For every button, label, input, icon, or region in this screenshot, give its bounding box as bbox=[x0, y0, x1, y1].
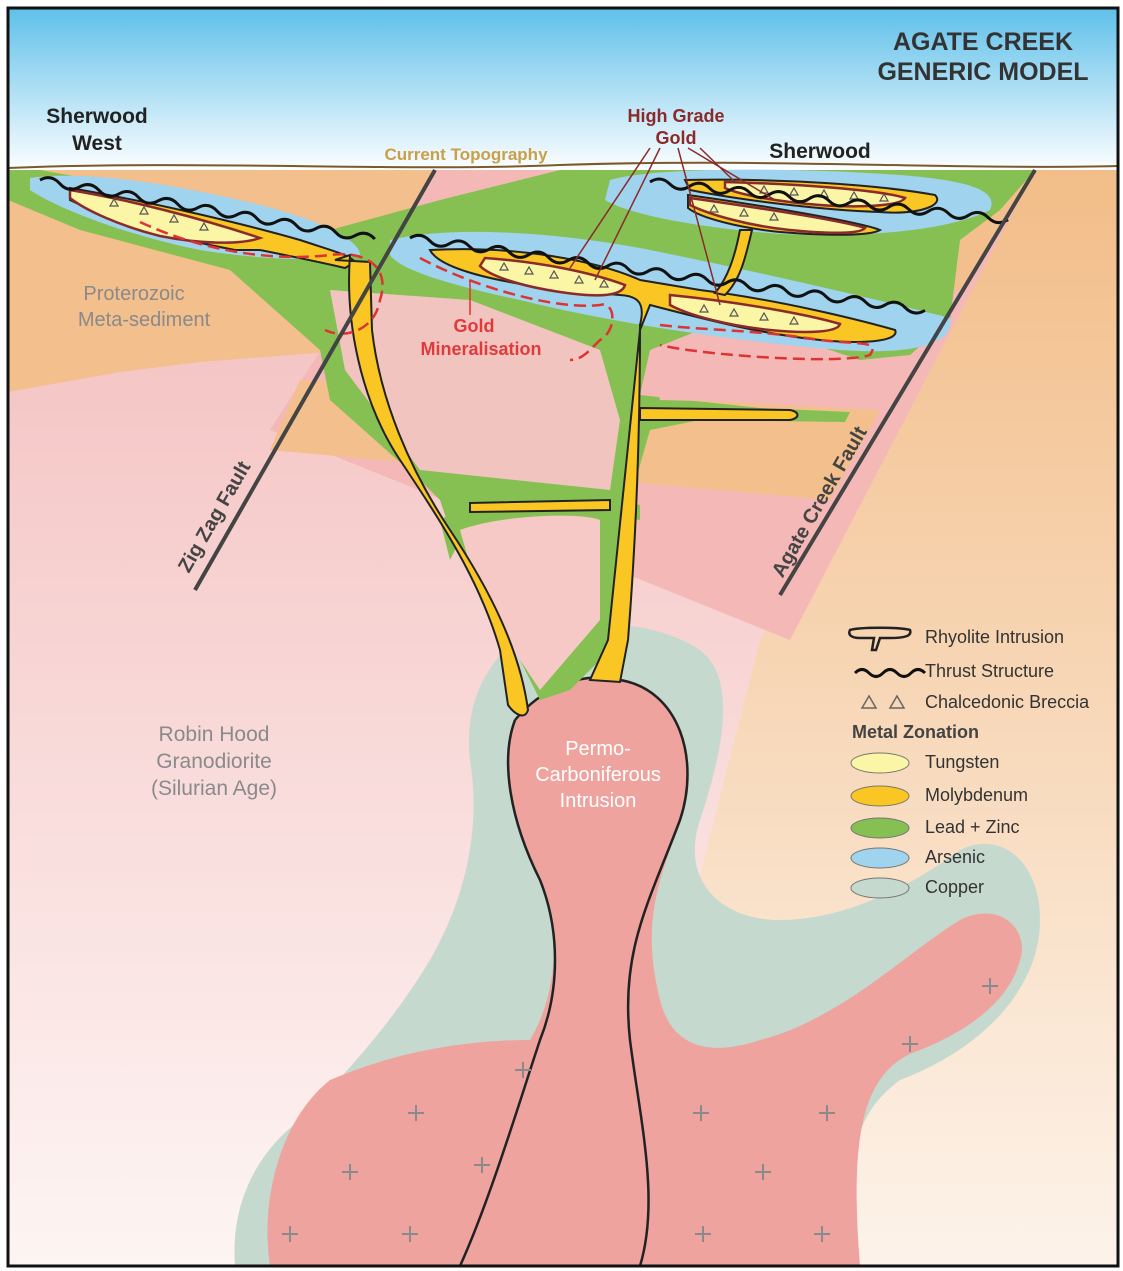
label-permo-1: Permo- bbox=[565, 738, 631, 760]
label-proterozoic-1: Proterozoic bbox=[83, 283, 184, 305]
title-line-2: GENERIC MODEL bbox=[877, 58, 1088, 86]
label-current-topography: Current Topography bbox=[384, 145, 548, 164]
legend-thrust: Thrust Structure bbox=[925, 661, 1054, 681]
molybdenum-swatch bbox=[851, 786, 909, 806]
tungsten-swatch bbox=[851, 753, 909, 773]
label-robin-hood-3: (Silurian Age) bbox=[151, 777, 277, 800]
label-sherwood-west-2: West bbox=[72, 132, 122, 155]
legend-zonation-title: Metal Zonation bbox=[852, 722, 979, 742]
arsenic-swatch bbox=[851, 848, 909, 868]
title-line-1: AGATE CREEK bbox=[893, 28, 1073, 56]
label-sherwood-west-1: Sherwood bbox=[46, 105, 148, 128]
label-gold-min-2: Mineralisation bbox=[420, 339, 541, 359]
legend-rhyolite: Rhyolite Intrusion bbox=[925, 627, 1064, 647]
label-proterozoic-2: Meta-sediment bbox=[78, 309, 211, 331]
legend-arsenic: Arsenic bbox=[925, 847, 985, 867]
legend-breccia: Chalcedonic Breccia bbox=[925, 692, 1090, 712]
label-robin-hood-2: Granodiorite bbox=[156, 750, 272, 773]
legend-lead-zinc: Lead + Zinc bbox=[925, 817, 1020, 837]
label-gold-min-1: Gold bbox=[454, 316, 495, 336]
legend-tungsten: Tungsten bbox=[925, 752, 999, 772]
legend-molybdenum: Molybdenum bbox=[925, 785, 1028, 805]
label-high-grade-1: High Grade bbox=[627, 106, 724, 126]
label-robin-hood-1: Robin Hood bbox=[159, 723, 270, 746]
label-permo-2: Carboniferous bbox=[535, 764, 661, 786]
legend-copper: Copper bbox=[925, 877, 984, 897]
copper-swatch bbox=[851, 878, 909, 898]
lead-zinc-swatch bbox=[851, 818, 909, 838]
label-sherwood: Sherwood bbox=[769, 140, 871, 163]
label-permo-3: Intrusion bbox=[560, 790, 637, 812]
label-high-grade-2: Gold bbox=[656, 128, 697, 148]
